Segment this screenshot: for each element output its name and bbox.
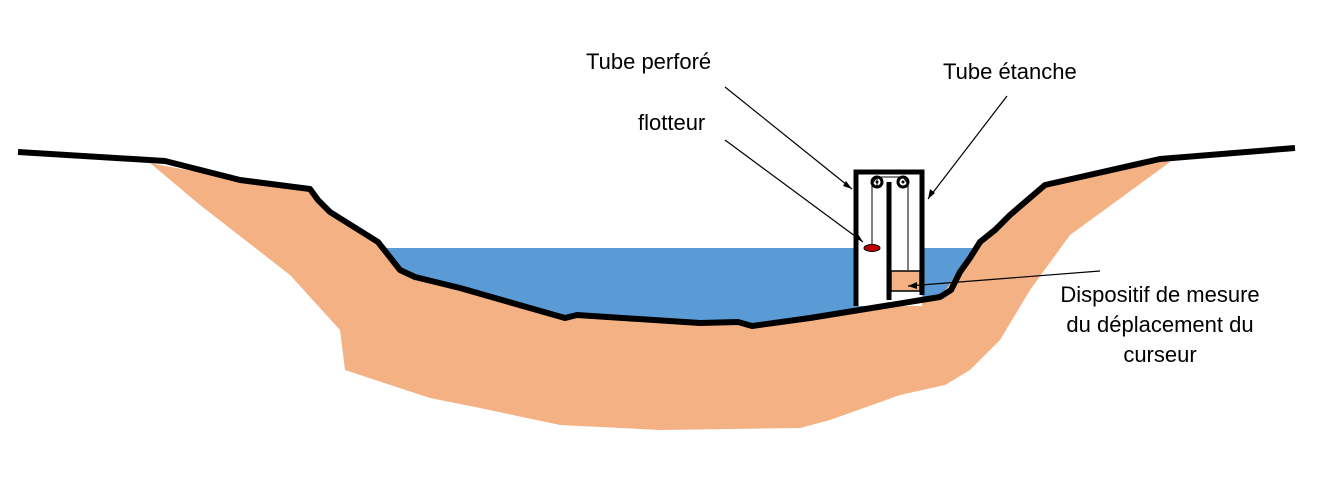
leader-tube-perfore bbox=[724, 86, 853, 190]
water-body bbox=[385, 248, 975, 324]
ground-profile-line bbox=[17, 145, 1296, 329]
leader-dispositif bbox=[907, 270, 1101, 287]
float-cable bbox=[871, 176, 909, 270]
soil-cross-section bbox=[150, 160, 1170, 430]
leader-flotteur bbox=[724, 139, 864, 243]
label-dispositif-line2: du déplacement du bbox=[1066, 312, 1254, 337]
arrow-tube-perfore bbox=[843, 181, 852, 189]
arrow-flotteur bbox=[855, 234, 863, 242]
pulley-right-hub bbox=[901, 180, 905, 184]
perforated-tube bbox=[853, 169, 925, 306]
label-tube-etanche: Tube étanche bbox=[943, 59, 1077, 84]
label-dispositif: Dispositif de mesure du déplacement du c… bbox=[1040, 280, 1280, 370]
label-dispositif-line1: Dispositif de mesure bbox=[1060, 282, 1260, 307]
leader-tube-etanche bbox=[927, 95, 1008, 200]
label-tube-perfore: Tube perforé bbox=[586, 49, 712, 74]
arrow-tube-etanche bbox=[928, 189, 935, 199]
label-flotteur: flotteur bbox=[638, 110, 706, 135]
float bbox=[863, 244, 881, 252]
label-dispositif-line3: curseur bbox=[1123, 342, 1197, 367]
arrow-dispositif bbox=[908, 282, 917, 289]
